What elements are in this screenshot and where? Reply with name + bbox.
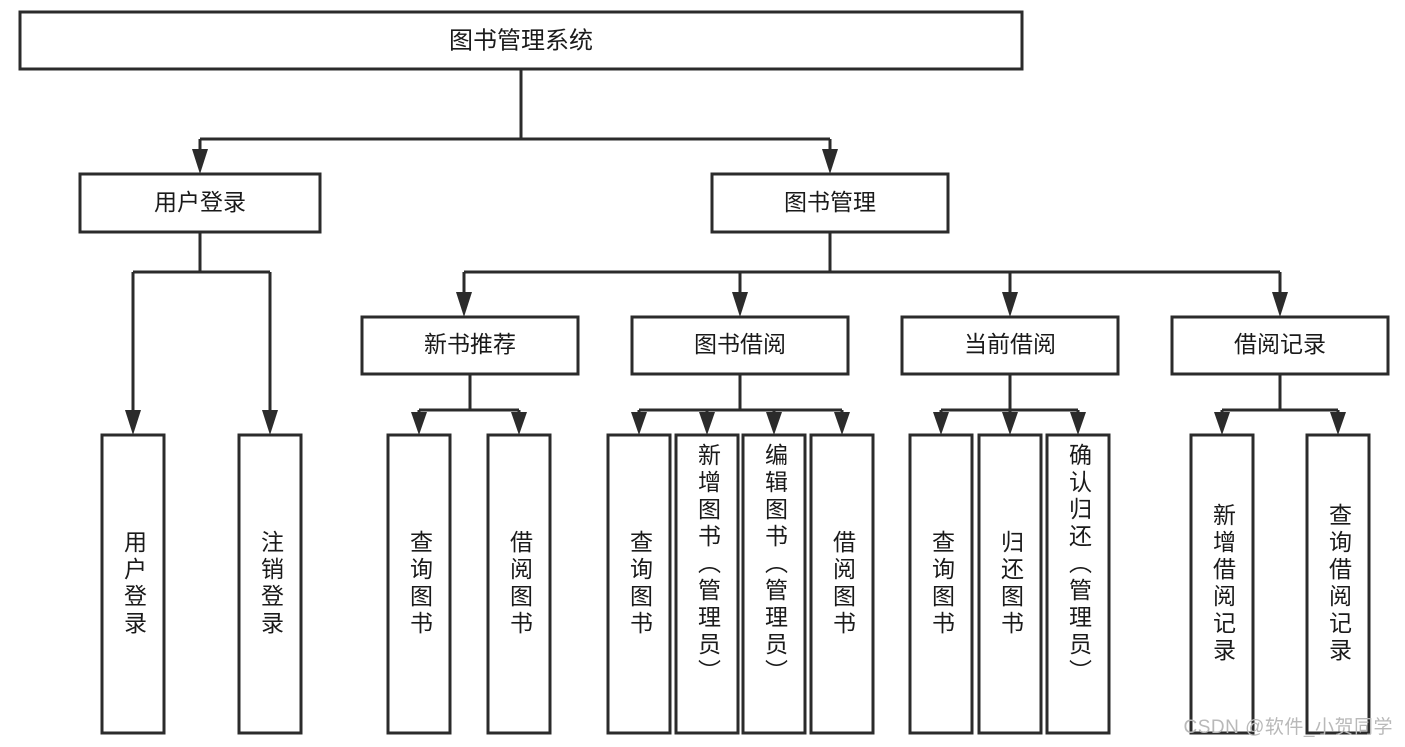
- arrow-head-leaf-bookborrow-2: [699, 412, 715, 435]
- node-root-box[interactable]: [18, 10, 1024, 71]
- arrow-head-leaf-bookborrow-1: [631, 412, 647, 435]
- leaf-box-group: [100, 433, 1371, 735]
- arrow-head-current-borrow: [1002, 292, 1018, 317]
- arrow-head-leaf-user-login-2: [262, 410, 278, 435]
- arrow-head-user-login: [192, 149, 208, 174]
- arrow-head-new-book: [456, 292, 472, 317]
- arrow-head-leaf-bookborrow-3: [766, 412, 782, 435]
- arrow-head-leaf-bookborrow-4: [834, 412, 850, 435]
- arrow-head-book-borrow: [732, 292, 748, 317]
- leaf-box-user-login-1[interactable]: [100, 433, 166, 735]
- node-current-borrow-box[interactable]: [900, 315, 1120, 376]
- node-borrow-record-label: 借阅记录: [1234, 331, 1326, 357]
- node-book-borrow-box[interactable]: [630, 315, 850, 376]
- node-book-borrow[interactable]: 图书借阅: [630, 315, 850, 376]
- leaf-box-book-borrow-2[interactable]: [674, 433, 740, 735]
- leaf-box-current-borrow-3[interactable]: [1045, 433, 1111, 735]
- watermark-text: CSDN @软件_小贺同学: [1183, 717, 1393, 738]
- arrow-head-leaf-currentborrow-3: [1070, 412, 1086, 435]
- leaf-box-new-book-2[interactable]: [486, 433, 552, 735]
- arrow-head-book-mgmt: [822, 149, 838, 174]
- node-user-login[interactable]: 用户登录: [78, 172, 322, 234]
- arrow-head-leaf-newbook-1: [411, 412, 427, 435]
- leaf-box-current-borrow-2[interactable]: [977, 433, 1043, 735]
- node-user-login-label: 用户登录: [154, 189, 246, 215]
- node-new-book-recommend[interactable]: 新书推荐: [360, 315, 580, 376]
- leaf-box-borrow-record-2[interactable]: [1305, 433, 1371, 735]
- arrow-head-leaf-currentborrow-2: [1002, 412, 1018, 435]
- leaf-box-user-login-2[interactable]: [237, 433, 303, 735]
- node-book-borrow-label: 图书借阅: [694, 331, 786, 357]
- arrow-head-leaf-borrowrecord-1: [1214, 412, 1230, 435]
- node-current-borrow[interactable]: 当前借阅: [900, 315, 1120, 376]
- node-borrow-record[interactable]: 借阅记录: [1170, 315, 1390, 376]
- node-new-book-recommend-box[interactable]: [360, 315, 580, 376]
- leaf-box-current-borrow-1[interactable]: [908, 433, 974, 735]
- leaf-box-book-borrow-1[interactable]: [606, 433, 672, 735]
- arrow-head-leaf-borrowrecord-2: [1330, 412, 1346, 435]
- arrow-head-leaf-newbook-2: [511, 412, 527, 435]
- node-root[interactable]: 图书管理系统: [18, 10, 1024, 71]
- node-current-borrow-label: 当前借阅: [964, 331, 1056, 357]
- node-root-label: 图书管理系统: [449, 27, 593, 54]
- arrow-head-leaf-user-login-1: [125, 410, 141, 435]
- connector-group: [125, 69, 1346, 435]
- leaf-box-book-borrow-3[interactable]: [741, 433, 807, 735]
- leaf-box-borrow-record-1[interactable]: [1189, 433, 1255, 735]
- node-user-login-box[interactable]: [78, 172, 322, 234]
- leaf-box-new-book-1[interactable]: [386, 433, 452, 735]
- node-book-management[interactable]: 图书管理: [710, 172, 950, 234]
- node-book-management-label: 图书管理: [784, 189, 876, 215]
- node-book-management-box[interactable]: [710, 172, 950, 234]
- node-borrow-record-box[interactable]: [1170, 315, 1390, 376]
- arrow-head-leaf-currentborrow-1: [933, 412, 949, 435]
- node-new-book-recommend-label: 新书推荐: [424, 331, 516, 357]
- leaf-box-book-borrow-4[interactable]: [809, 433, 875, 735]
- arrow-head-borrow-record: [1272, 292, 1288, 317]
